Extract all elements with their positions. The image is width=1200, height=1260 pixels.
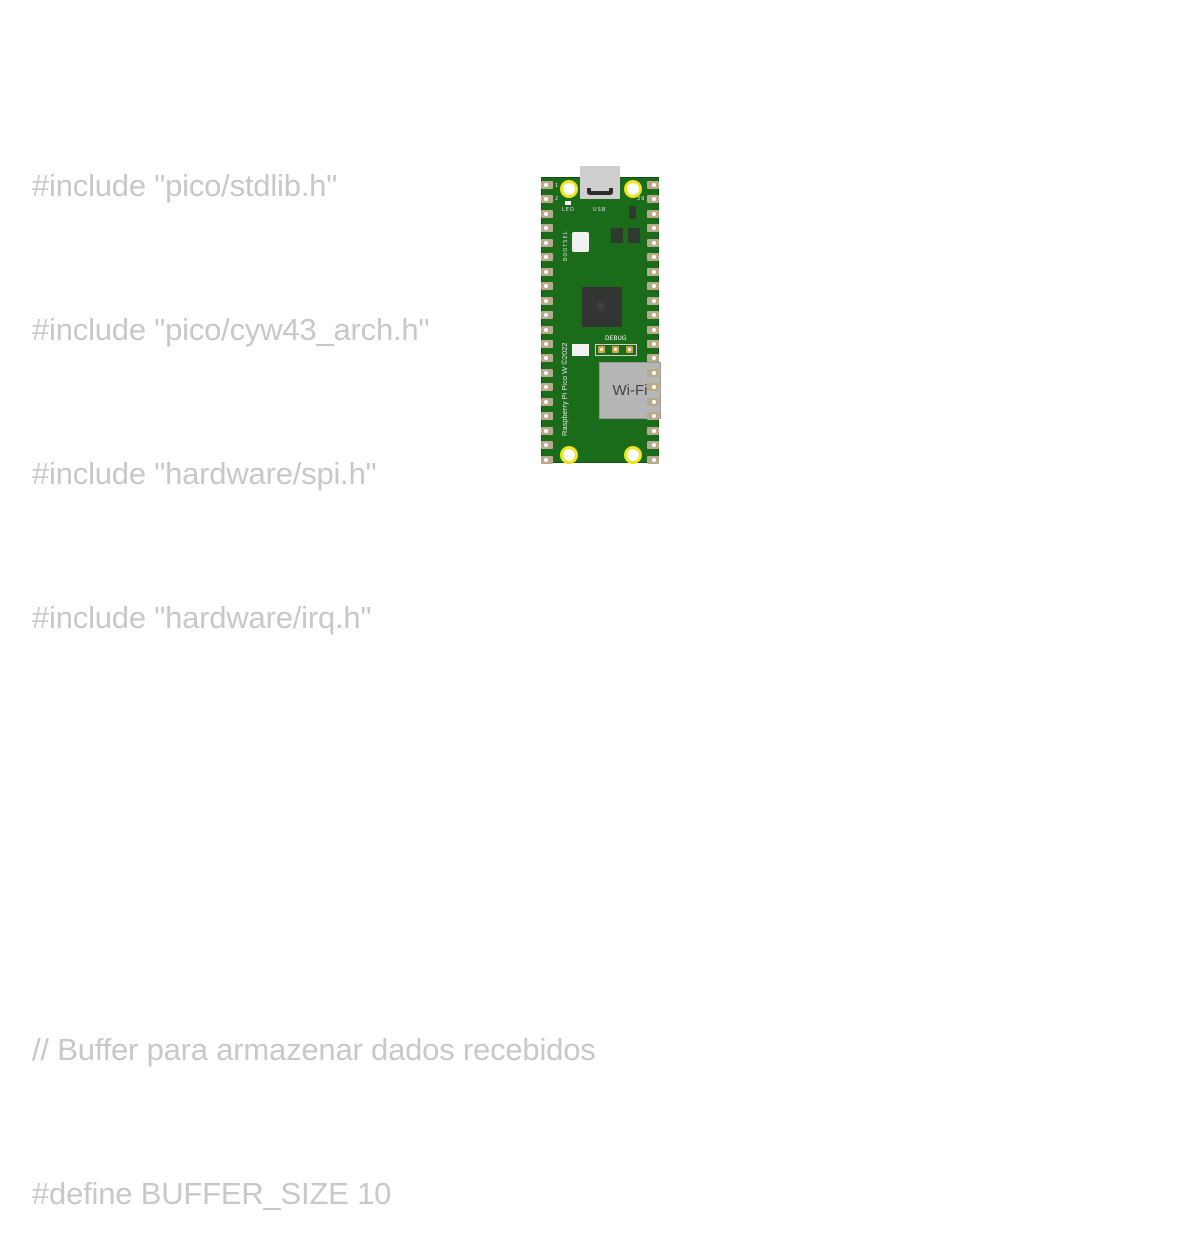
header-pin[interactable] (541, 412, 553, 421)
usb-label: USB (593, 207, 607, 213)
code-line (32, 738, 732, 786)
header-pin[interactable] (541, 311, 553, 320)
header-pin[interactable] (647, 339, 659, 348)
bootsel-button[interactable] (572, 232, 589, 252)
code-line (32, 882, 732, 930)
header-pin[interactable] (541, 339, 553, 348)
pin1-label: 1 (555, 183, 560, 189)
header-pin[interactable] (541, 296, 553, 305)
code-line: #include "hardware/irq.h" (32, 600, 372, 635)
raspberry-logo-icon: ❀ (595, 299, 607, 315)
header-pin[interactable] (647, 209, 659, 218)
debug-pin[interactable] (612, 346, 619, 353)
header-pin[interactable] (647, 296, 659, 305)
header-pin[interactable] (541, 368, 553, 377)
component (629, 206, 636, 219)
debug-pin[interactable] (626, 346, 633, 353)
led-icon (565, 201, 571, 205)
header-pin[interactable] (647, 238, 659, 247)
header-pin[interactable] (541, 253, 553, 262)
header-pin[interactable] (647, 311, 659, 320)
header-pin[interactable] (647, 224, 659, 233)
usb-port-icon (587, 188, 613, 195)
debug-label: DEBUG (605, 335, 627, 342)
header-pin[interactable] (647, 181, 659, 189)
rp2040-chip (582, 287, 622, 327)
header-pin[interactable] (647, 282, 659, 291)
header-pin[interactable] (541, 383, 553, 392)
pico-w-board[interactable]: 1 2 39 LED USB BOOTSEL ❀ DEBUG Wi-Fi Ras… (541, 166, 661, 464)
header-pin[interactable] (541, 325, 553, 334)
header-pin[interactable] (647, 455, 659, 464)
component (611, 228, 623, 243)
header-pin[interactable] (647, 397, 659, 406)
header-pin[interactable] (647, 426, 659, 435)
debug-header (595, 344, 637, 356)
code-line: #include "pico/stdlib.h" (32, 168, 338, 203)
mounting-hole (560, 446, 578, 464)
code-line: // Buffer para armazenar dados recebidos (32, 1032, 596, 1067)
code-line: #include "hardware/spi.h" (32, 456, 377, 491)
header-pin[interactable] (541, 441, 553, 450)
code-line: #define BUFFER_SIZE 10 (32, 1176, 392, 1211)
header-pin[interactable] (647, 368, 659, 377)
pin39-label: 39 (637, 196, 646, 202)
header-pin[interactable] (647, 441, 659, 450)
header-pin[interactable] (647, 253, 659, 262)
header-pin[interactable] (541, 209, 553, 218)
component (628, 228, 640, 243)
header-pin[interactable] (541, 224, 553, 233)
header-pin[interactable] (647, 354, 659, 363)
header-pin[interactable] (541, 267, 553, 276)
header-pin[interactable] (541, 397, 553, 406)
header-pin[interactable] (541, 455, 553, 464)
pin2-label: 2 (555, 196, 560, 202)
header-pin[interactable] (541, 426, 553, 435)
header-pin[interactable] (647, 195, 659, 204)
led-label: LED (562, 207, 575, 213)
header-pin[interactable] (541, 282, 553, 291)
mounting-hole (560, 180, 578, 198)
board-name-label: Raspberry Pi Pico W ©2022 (560, 342, 569, 436)
code-line: #include "pico/cyw43_arch.h" (32, 312, 430, 347)
mounting-hole (624, 180, 642, 198)
bootsel-label: BOOTSEL (563, 230, 569, 261)
header-pin[interactable] (541, 354, 553, 363)
debug-pin[interactable] (598, 346, 605, 353)
header-pin[interactable] (647, 412, 659, 421)
header-pin[interactable] (647, 325, 659, 334)
header-pin[interactable] (647, 383, 659, 392)
header-pin[interactable] (541, 181, 553, 189)
mounting-hole (624, 446, 642, 464)
header-pin[interactable] (647, 267, 659, 276)
header-pin[interactable] (541, 238, 553, 247)
component (572, 344, 589, 356)
header-pin[interactable] (541, 195, 553, 204)
